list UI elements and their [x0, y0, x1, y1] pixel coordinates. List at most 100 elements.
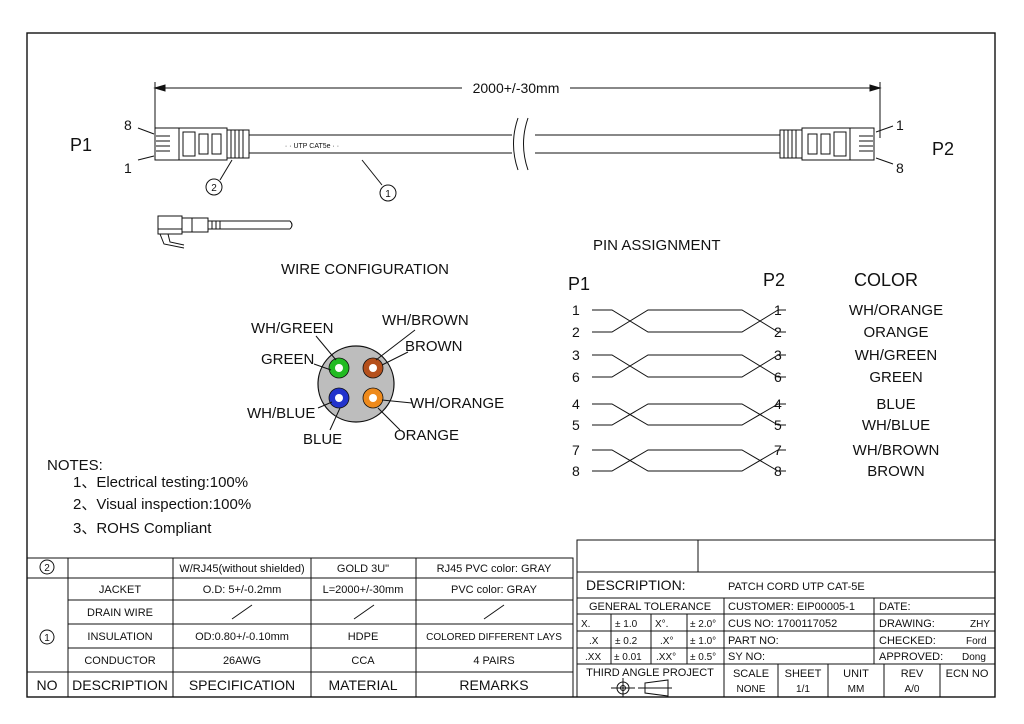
pin-wire-line — [592, 403, 786, 426]
label-brown: BROWN — [405, 338, 463, 355]
tb-unit: UNIT — [843, 668, 869, 680]
bom-desc-4: CONDUCTOR — [84, 655, 155, 667]
pin-wire-line — [592, 354, 786, 378]
callout-2: 2 — [211, 183, 217, 194]
pin-right-number: 6 — [774, 369, 782, 385]
bom-rem-4: 4 PAIRS — [473, 655, 514, 667]
label-wh-orange: WH/ORANGE — [410, 395, 504, 412]
tb-rev-val: A/0 — [904, 684, 919, 695]
length-dimension: 2000+/-30mm — [473, 80, 560, 96]
wire-config-leaders — [313, 329, 416, 431]
bom-rem-3: COLORED DIFFERENT LAYS — [426, 632, 562, 643]
pin-color-label: BLUE — [876, 396, 915, 413]
pin-color-label: BROWN — [867, 463, 925, 480]
tb-third-angle: THIRD ANGLE PROJECT — [586, 667, 714, 679]
bom-header-rem: REMARKS — [459, 677, 528, 693]
bom-header-spec: SPECIFICATION — [189, 677, 295, 693]
pin-color-label: GREEN — [869, 369, 922, 386]
pin-wire-line — [592, 403, 786, 426]
tb-tol-2d: ± 0.5° — [690, 652, 716, 663]
bom-desc-1: JACKET — [99, 584, 141, 596]
bom-spec-3: OD:0.80+/-0.10mm — [195, 631, 289, 643]
bom-mat-3: HDPE — [348, 631, 379, 643]
tb-sheet-val: 1/1 — [796, 684, 810, 695]
label-blue: BLUE — [303, 431, 342, 448]
tb-tol-0a: X. — [581, 619, 590, 630]
wire-config-title: WIRE CONFIGURATION — [281, 261, 449, 278]
pin-wire-line — [592, 449, 786, 472]
tb-checked: CHECKED: — [879, 635, 936, 647]
note-2: 2、Visual inspection:100% — [73, 496, 251, 513]
tb-general-tolerance: GENERAL TOLERANCE — [589, 601, 711, 613]
bom-table-grid — [26, 557, 574, 698]
pin-color-label: ORANGE — [863, 324, 928, 341]
bom-desc-2: DRAIN WIRE — [87, 607, 153, 619]
right-pin-8: 8 — [896, 160, 904, 176]
bom-spec-1: O.D: 5+/-0.2mm — [203, 584, 282, 596]
tb-tol-0b: ± 1.0 — [615, 619, 638, 630]
pin-p1-header: P1 — [568, 274, 590, 294]
pin-p2-header: P2 — [763, 270, 785, 290]
pin-color-column: WH/ORANGEORANGEWH/GREENGREENBLUEWH/BLUEW… — [849, 302, 943, 480]
bom-callout-2-circle — [39, 559, 55, 575]
pin-left-number: 4 — [572, 396, 580, 412]
pin-wire-line — [592, 449, 786, 472]
tb-tol-0d: ± 2.0° — [690, 619, 716, 630]
p1-label: P1 — [70, 135, 92, 155]
cable-print: · · UTP CAT5e · · — [285, 143, 339, 150]
label-wh-green: WH/GREEN — [251, 320, 334, 337]
pin-color-label: WH/BROWN — [853, 442, 940, 459]
bom-desc-3: INSULATION — [87, 631, 152, 643]
cable-cross-section — [317, 345, 395, 423]
p2-label: P2 — [932, 139, 954, 159]
tb-description-label: DESCRIPTION: — [586, 577, 686, 593]
pin-right-number: 1 — [774, 302, 782, 318]
pin-left-number: 6 — [572, 369, 580, 385]
tb-drawing: DRAWING: — [879, 618, 935, 630]
note-1: 1、Electrical testing:100% — [73, 474, 248, 491]
tb-sheet: SHEET — [785, 668, 822, 680]
pin-color-label: WH/BLUE — [862, 417, 930, 434]
tb-tol-0c: X°. — [655, 619, 668, 630]
callout-1: 1 — [385, 189, 391, 200]
right-pin-1: 1 — [896, 117, 904, 133]
bom-header-mat: MATERIAL — [329, 677, 398, 693]
tb-customer: CUSTOMER: EIP00005-1 — [728, 601, 855, 613]
pin-right-number: 5 — [774, 417, 782, 433]
bom-rem-0: RJ45 PVC color: GRAY — [437, 563, 552, 575]
pin-crossover-lines — [592, 309, 786, 472]
pin-wire-line — [592, 354, 786, 378]
bom-no-1: 1 — [44, 633, 50, 644]
tb-tol-2c: .XX° — [656, 652, 676, 663]
bom-mat-0: GOLD 3U" — [337, 563, 389, 575]
tb-tol-2b: ± 0.01 — [614, 652, 642, 663]
pin-right-number: 3 — [774, 347, 782, 363]
pin-right-number: 7 — [774, 442, 782, 458]
tb-cus-no: CUS NO: 1700117052 — [728, 618, 837, 630]
tb-tol-1d: ± 1.0° — [690, 636, 716, 647]
tb-approved-val: Dong — [962, 652, 986, 663]
label-orange: ORANGE — [394, 427, 459, 444]
note-3: 3、ROHS Compliant — [73, 520, 212, 537]
tb-tol-1c: .X° — [660, 636, 673, 647]
pin-right-number: 2 — [774, 324, 782, 340]
pin-wire-line — [592, 309, 786, 333]
pin-wire-line — [592, 309, 786, 333]
bom-mat-4: CCA — [351, 655, 375, 667]
pin-left-number: 5 — [572, 417, 580, 433]
tb-scale-val: NONE — [737, 684, 766, 695]
pin-right-number: 8 — [774, 463, 782, 479]
pin-left-number: 2 — [572, 324, 580, 340]
tb-approved: APPROVED: — [879, 651, 943, 663]
left-pin-8: 8 — [124, 117, 132, 133]
bom-mat-1: L=2000+/-30mm — [323, 584, 404, 596]
tb-tol-2a: .XX — [585, 652, 601, 663]
pin-left-number: 7 — [572, 442, 580, 458]
tb-date: DATE: — [879, 601, 911, 613]
tb-ecn: ECN NO — [946, 668, 989, 680]
bom-header-desc: DESCRIPTION — [72, 677, 168, 693]
tb-checked-val: Ford — [966, 636, 987, 647]
tb-description-value: PATCH CORD UTP CAT-5E — [728, 581, 865, 593]
